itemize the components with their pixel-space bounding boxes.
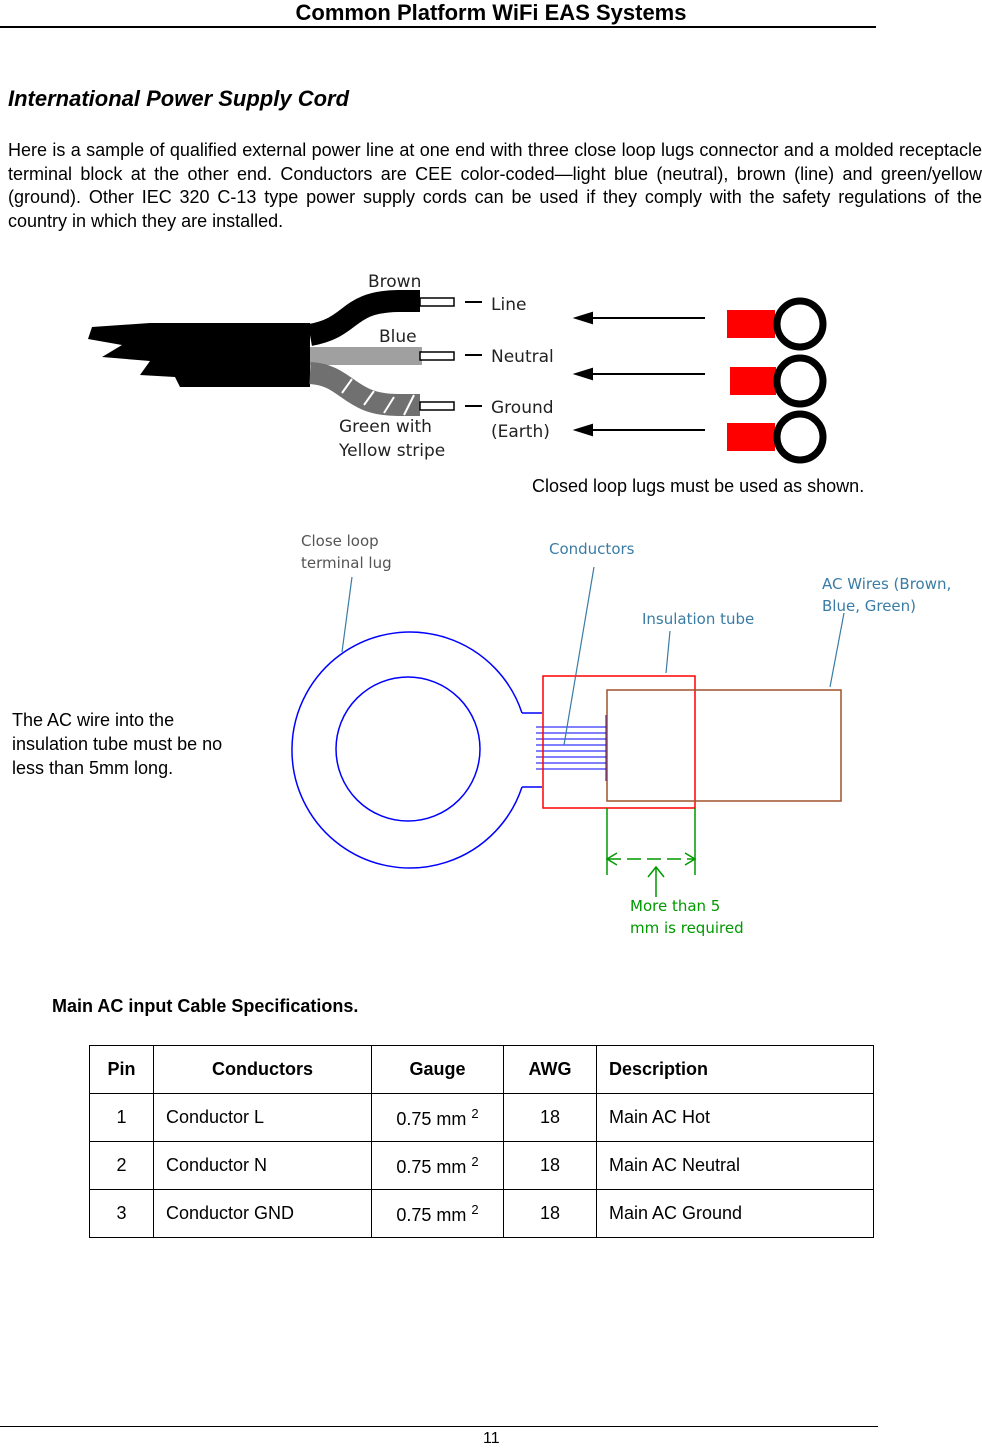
lug-callout-1: Close loop bbox=[301, 532, 379, 550]
conductor-cell: Conductor GND bbox=[153, 1189, 372, 1238]
green-wire-label-1: Green with bbox=[339, 417, 432, 437]
gauge-exponent: 2 bbox=[471, 1105, 479, 1121]
description-cell: Main AC Neutral bbox=[596, 1141, 874, 1190]
lug-callout-leader bbox=[341, 576, 353, 653]
requirement-callout-2: mm is required bbox=[630, 919, 744, 937]
gauge-value: 0.75 mm bbox=[396, 1156, 467, 1177]
ring-terminal-outline bbox=[291, 631, 523, 869]
awg-cell: 18 bbox=[503, 1141, 597, 1190]
awg-cell: 18 bbox=[503, 1189, 597, 1238]
section-title: International Power Supply Cord bbox=[8, 86, 350, 111]
brown-wire-label: Brown bbox=[368, 272, 421, 292]
ring-lug-detail-diagram: Close loop terminal lug Conductors Insul… bbox=[291, 532, 951, 937]
brown-wire bbox=[307, 290, 420, 346]
brown-conductor-end bbox=[419, 297, 455, 307]
cord-jacket bbox=[88, 323, 310, 387]
wires-callout-leader bbox=[829, 612, 845, 688]
header-awg: AWG bbox=[503, 1045, 597, 1094]
line-label: Line bbox=[491, 295, 526, 315]
pin-cell: 2 bbox=[89, 1141, 154, 1190]
blue-conductor-end bbox=[419, 351, 455, 361]
gauge-exponent: 2 bbox=[471, 1153, 479, 1169]
length-measurement bbox=[605, 808, 697, 897]
blue-wire-label: Blue bbox=[379, 327, 417, 347]
green-yellow-wire bbox=[308, 362, 420, 416]
gauge-cell: 0.75 mm 2 bbox=[371, 1189, 504, 1238]
lug-callout-2: terminal lug bbox=[301, 554, 392, 572]
conductor-cell: Conductor N bbox=[153, 1141, 372, 1190]
header-description: Description bbox=[596, 1045, 874, 1094]
table-row: 1 Conductor L 0.75 mm 2 18 Main AC Hot bbox=[89, 1093, 874, 1142]
description-cell: Main AC Ground bbox=[596, 1189, 874, 1238]
gauge-value: 0.75 mm bbox=[396, 1108, 467, 1129]
ring-terminal-hole bbox=[335, 676, 481, 822]
conductor-strands bbox=[536, 715, 607, 781]
spec-table-header-row: Pin Conductors Gauge AWG Description bbox=[89, 1045, 874, 1094]
footer-rule bbox=[0, 1426, 878, 1427]
neutral-label: Neutral bbox=[491, 347, 554, 367]
table-row: 2 Conductor N 0.75 mm 2 18 Main AC Neutr… bbox=[89, 1141, 874, 1190]
pin-cell: 1 bbox=[89, 1093, 154, 1142]
wires-callout-1: AC Wires (Brown, bbox=[822, 575, 951, 593]
gauge-exponent: 2 bbox=[471, 1201, 479, 1217]
insulation-tube bbox=[606, 689, 842, 802]
page-number: 11 bbox=[483, 1430, 500, 1447]
table-row: 3 Conductor GND 0.75 mm 2 18 Main AC Gro… bbox=[89, 1189, 874, 1238]
crimp-sleeve bbox=[542, 675, 696, 809]
conductors-callout: Conductors bbox=[549, 540, 635, 558]
pin-cell: 3 bbox=[89, 1189, 154, 1238]
ground-label-1: Ground bbox=[491, 398, 554, 418]
awg-cell: 18 bbox=[503, 1093, 597, 1142]
wires-callout-2: Blue, Green) bbox=[822, 597, 916, 615]
gauge-cell: 0.75 mm 2 bbox=[371, 1093, 504, 1142]
green-conductor-end bbox=[419, 401, 455, 411]
insulation-callout: Insulation tube bbox=[642, 610, 754, 628]
gauge-value: 0.75 mm bbox=[396, 1204, 467, 1225]
description-cell: Main AC Hot bbox=[596, 1093, 874, 1142]
ring-lug-line bbox=[727, 297, 827, 351]
blue-wire bbox=[310, 347, 422, 365]
intro-paragraph: Here is a sample of qualified external p… bbox=[8, 140, 982, 231]
insulation-callout-leader bbox=[665, 630, 671, 674]
insulation-side-note: The AC wire into the insulation tube mus… bbox=[12, 710, 223, 778]
conductors-callout-leader bbox=[563, 566, 595, 746]
page-header-title: Common Platform WiFi EAS Systems bbox=[295, 0, 687, 25]
header-pin: Pin bbox=[89, 1045, 154, 1094]
ring-lug-ground bbox=[727, 410, 827, 464]
spec-table: Pin Conductors Gauge AWG Description 1 C… bbox=[89, 1045, 874, 1238]
ring-lug-neutral bbox=[730, 354, 827, 408]
header-gauge: Gauge bbox=[371, 1045, 504, 1094]
gauge-cell: 0.75 mm 2 bbox=[371, 1141, 504, 1190]
header-conductors: Conductors bbox=[153, 1045, 372, 1094]
power-cord-diagram: Brown Blue Green with Yellow stripe Line… bbox=[88, 272, 827, 464]
spec-table-title: Main AC input Cable Specifications. bbox=[52, 996, 359, 1016]
requirement-callout-1: More than 5 bbox=[630, 897, 720, 915]
conductor-cell: Conductor L bbox=[153, 1093, 372, 1142]
cord-figure-caption: Closed loop lugs must be used as shown. bbox=[532, 476, 865, 496]
ground-label-2: (Earth) bbox=[491, 422, 550, 442]
green-wire-label-2: Yellow stripe bbox=[338, 441, 445, 461]
header-rule bbox=[0, 26, 876, 28]
